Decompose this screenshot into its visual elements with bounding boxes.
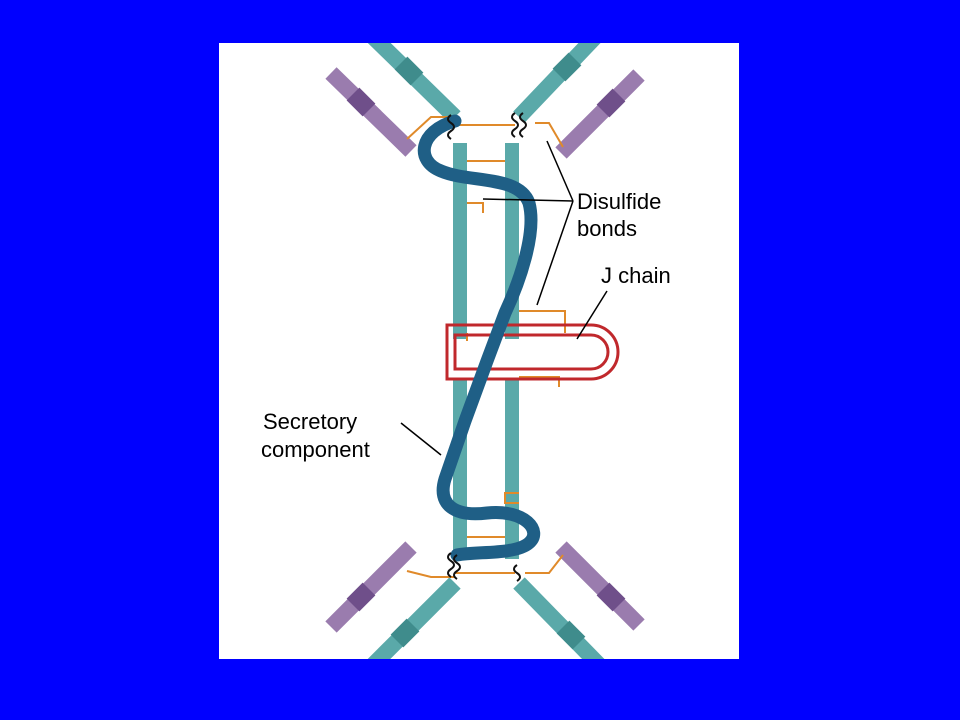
upper-hinge-squiggles: [447, 112, 527, 140]
lower-left-heavy-chain-arm: [367, 577, 461, 659]
upper-left-heavy-chain-arm: [367, 43, 461, 123]
secretory-iga-diagram: Disulfide bonds J chain Secretory compon…: [261, 43, 671, 659]
secretory-component: [417, 114, 541, 562]
upper-right-heavy-chain-arm: [513, 43, 601, 123]
label-disulfide-line1: Disulfide: [577, 189, 661, 214]
label-secretory-line1: Secretory: [263, 409, 357, 434]
lower-right-heavy-chain-arm: [513, 577, 605, 659]
j-chain: [445, 323, 620, 381]
disulfide-bonds: [406, 116, 566, 578]
lower-left-light-chain: [325, 541, 417, 633]
upper-left-light-chain: [325, 67, 417, 157]
lower-right-light-chain: [555, 541, 645, 631]
upper-fc-left-heavy-chain: [453, 143, 467, 339]
label-secretory-line2: component: [261, 437, 370, 462]
lower-hinge-squiggles: [447, 552, 521, 582]
label-j-chain: J chain: [601, 263, 671, 288]
diagram-panel: Disulfide bonds J chain Secretory compon…: [219, 43, 739, 659]
lower-fc-right-heavy-chain: [505, 379, 519, 559]
label-disulfide-line2: bonds: [577, 216, 637, 241]
upper-right-light-chain: [555, 69, 645, 159]
leader-lines: [400, 140, 608, 456]
